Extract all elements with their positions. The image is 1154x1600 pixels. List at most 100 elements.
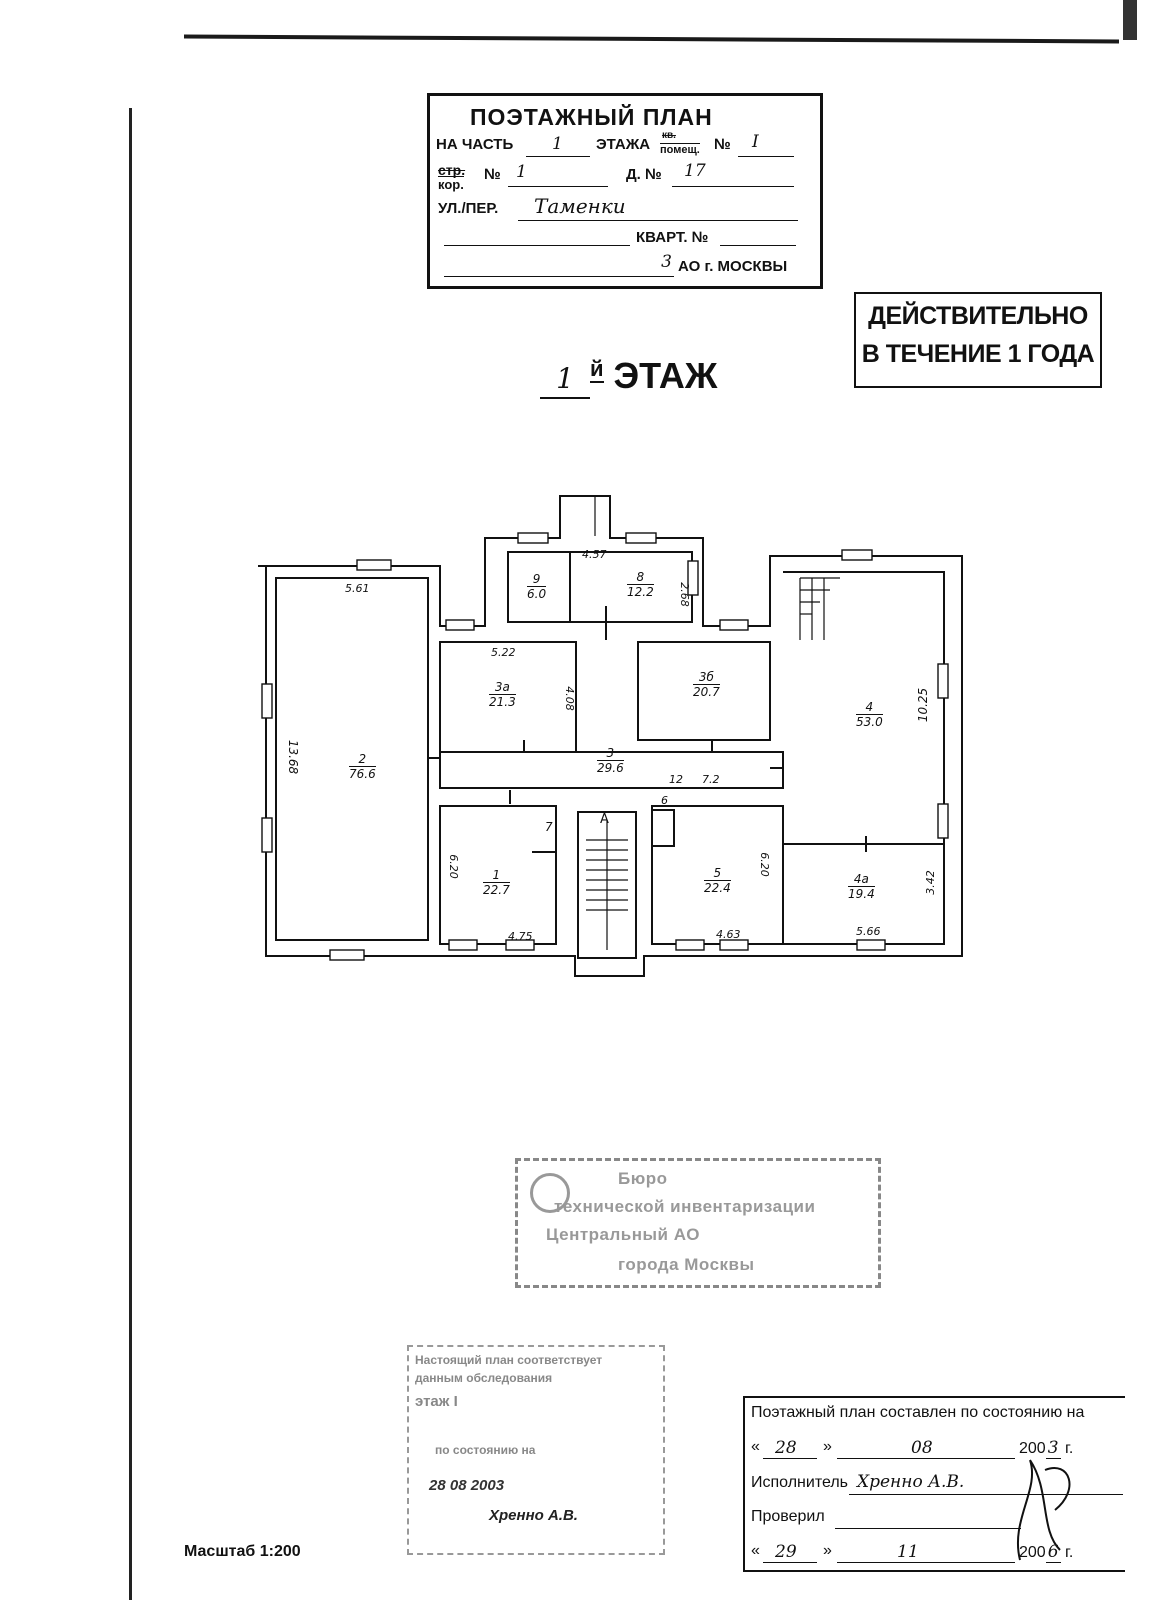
floor-word: ЭТАЖ [613, 355, 718, 396]
house-field: 17 [672, 161, 794, 187]
room-1-outline [439, 805, 557, 945]
dim-label: 7.2 [702, 773, 720, 786]
stair-label: А [600, 812, 609, 827]
status-heading: Поэтажный план составлен по состоянию на [751, 1404, 1085, 1421]
plan-heading: ПОЭТАЖНЫЙ ПЛАН [470, 104, 713, 130]
dim-label: 4.57 [582, 548, 607, 561]
dim-label: 2.68 [677, 582, 691, 607]
stairwell-outline [577, 811, 637, 959]
date2-day: 29 [775, 1542, 797, 1562]
room-6-label: 6 [661, 794, 668, 807]
checked-field [835, 1510, 1021, 1529]
pomesch-field: I [738, 132, 794, 157]
dim-label: 3.42 [923, 870, 937, 895]
part-field: 1 [526, 134, 590, 157]
date1-day: 28 [775, 1438, 797, 1458]
floor-heading: 1 й ЭТАЖ [540, 355, 717, 399]
dim-label: 5.66 [856, 925, 881, 938]
pomesch-label: помещ. [660, 143, 700, 156]
executor-value: Хренно А.В. [857, 1472, 965, 1492]
copy-stamp: Настоящий план соответствует данным обсл… [407, 1345, 665, 1555]
pomesch-value: I [752, 132, 759, 152]
kv-struck: кв. [662, 130, 676, 141]
kvart-field [720, 244, 796, 246]
validity-stamp: ДЕЙСТВИТЕЛЬНО В ТЕЧЕНИЕ 1 ГОДА [854, 292, 1102, 388]
street-label: УЛ./ПЕР. [438, 200, 499, 217]
bti-stamp-line: города Москвы [618, 1255, 755, 1274]
part-label: НА ЧАСТЬ [436, 136, 514, 153]
date2-month: 11 [897, 1542, 919, 1562]
dim-label: 6.20 [446, 854, 460, 879]
copy-stamp-line: этаж I [415, 1393, 458, 1410]
room-6-outline [652, 809, 675, 847]
dim-label: 4.63 [716, 928, 741, 941]
kor-label: кор. [438, 176, 464, 192]
room-2-outline [275, 577, 429, 941]
ao-label: АО г. МОСКВЫ [678, 258, 788, 275]
kor-field: 1 [508, 162, 608, 187]
kvart-label: КВАРТ. № [636, 229, 709, 246]
date1-year-digit: 3 [1045, 1438, 1061, 1459]
date1-month-field: 08 [837, 1438, 1015, 1459]
floor-suffix: й [590, 356, 604, 383]
validity-line-2: В ТЕЧЕНИЕ 1 ГОДА [861, 340, 1095, 368]
copy-stamp-line: по состоянию на [435, 1443, 536, 1457]
bti-stamp-line: Бюро [618, 1169, 668, 1188]
part-value: 1 [552, 134, 563, 154]
str-struck: стр. [438, 162, 466, 178]
checked-label: Проверил [751, 1508, 825, 1525]
copy-stamp-line: данным обследования [415, 1371, 553, 1385]
date2-year-prefix: 200 [1019, 1544, 1046, 1561]
bti-stamp-line: технической инвентаризации [554, 1197, 816, 1216]
dim-label: 13.68 [286, 739, 301, 775]
street-value: Таменки [534, 194, 626, 218]
ao-field: 3 [444, 252, 674, 277]
dim-label: 4.08 [562, 686, 576, 711]
kor-no-label: № [484, 166, 501, 183]
house-label: Д. № [626, 166, 662, 183]
date2-day-field: 29 [763, 1542, 817, 1563]
floor-word: ЭТАЖА [596, 136, 651, 153]
room-7-outline [532, 805, 557, 853]
date2-year-digit: 6 [1045, 1542, 1061, 1563]
copy-stamp-line: Настоящий план соответствует [415, 1353, 603, 1367]
house-value: 17 [684, 161, 706, 181]
validity-line-1: ДЕЙСТВИТЕЛЬНО [868, 302, 1088, 330]
copy-stamp-line: Хренно А.В. [489, 1507, 578, 1524]
room-5-outline [651, 805, 784, 945]
date1-year-prefix: 200 [1019, 1440, 1046, 1457]
dim-label: 5.61 [345, 582, 370, 595]
blank-line [444, 244, 630, 246]
room-7-label: 7 [545, 820, 553, 834]
room-3-outline [439, 751, 784, 789]
ao-value: 3 [661, 252, 672, 272]
dim-label: 6.20 [757, 852, 771, 877]
date2-month-field: 11 [837, 1542, 1015, 1563]
dim-label: 10.25 [916, 687, 931, 723]
date1-year-suffix: г. [1064, 1440, 1074, 1457]
bti-stamp: Бюро технической инвентаризации Централь… [515, 1158, 881, 1288]
pomesch-no-label: № [714, 136, 731, 153]
outer-wall [258, 495, 963, 977]
executor-label: Исполнитель [751, 1474, 849, 1491]
floor-number: 1 [556, 362, 574, 395]
status-block: Поэтажный план составлен по состоянию на… [743, 1396, 1125, 1572]
left-border-rule [129, 108, 132, 1600]
signature-mark [1017, 1459, 1071, 1561]
dim-label: 12 [669, 773, 683, 786]
scale-label: Масштаб 1:200 [184, 1543, 301, 1560]
room-3b-outline [637, 641, 771, 741]
date2-year-suffix: г. [1064, 1544, 1074, 1561]
street-field: Таменки [518, 194, 798, 221]
stamp-emblem-icon [530, 1173, 570, 1213]
